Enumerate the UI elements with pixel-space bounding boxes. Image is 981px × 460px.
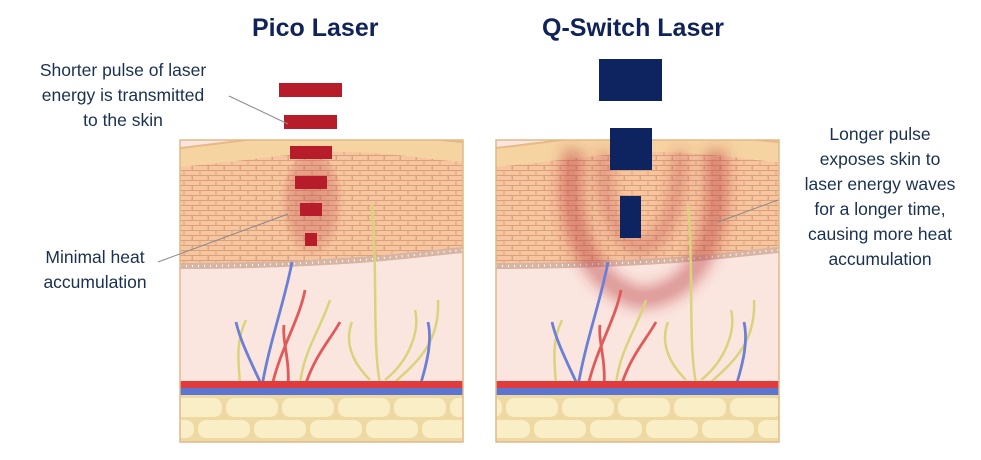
shorter-pulse-caption: Shorter pulse of laser energy is transmi… [18,58,228,133]
minimal-heat-caption-line-1: Minimal heat [45,247,145,267]
longer-pulse-caption-line-1: Longer pulse [829,124,931,144]
pico-pulse-bar [300,203,322,216]
longer-pulse-caption-line-5: causing more heat [808,224,952,244]
pico-pulse-bar [295,176,327,189]
qswitch-laser-title: Q-Switch Laser [542,14,724,42]
pico-panel-border [179,139,464,443]
qswitch-pulse-bar [620,196,641,238]
qswitch-heat-zone [559,147,728,310]
longer-pulse-caption-line-2: exposes skin to [819,149,941,169]
longer-pulse-caption-line-3: laser energy waves [804,174,956,194]
shorter-pulse-caption-line-1: Shorter pulse of laser [39,60,207,80]
longer-pulse-caption-line-6: accumulation [828,249,932,269]
pico-pulse-bars [279,83,342,246]
pico-pulse-bar [290,146,332,159]
qswitch-pulse-bar [599,59,662,101]
pico-pulse-bar [279,83,342,97]
longer-pulse-caption: Longer pulse exposes skin to laser energ… [780,122,980,272]
qswitch-pulse-bar [610,128,652,170]
shorter-pulse-caption-line-2: energy is transmitted [41,85,205,105]
pico-laser-title: Pico Laser [252,14,379,42]
pico-pulse-bar [284,115,337,129]
longer-pulse-leader-line [717,199,779,223]
minimal-heat-leader-line [157,213,289,263]
minimal-heat-caption-line-2: accumulation [43,272,147,292]
qswitch-skin-cross-section [496,140,779,442]
longer-pulse-caption-line-4: for a longer time, [814,199,946,219]
pico-pulse-bar [305,233,317,246]
qswitch-pulse-bars [599,59,662,238]
shorter-pulse-caption-line-3: to the skin [83,110,163,130]
shorter-pulse-leader-line [228,95,289,125]
minimal-heat-caption: Minimal heat accumulation [20,245,170,295]
